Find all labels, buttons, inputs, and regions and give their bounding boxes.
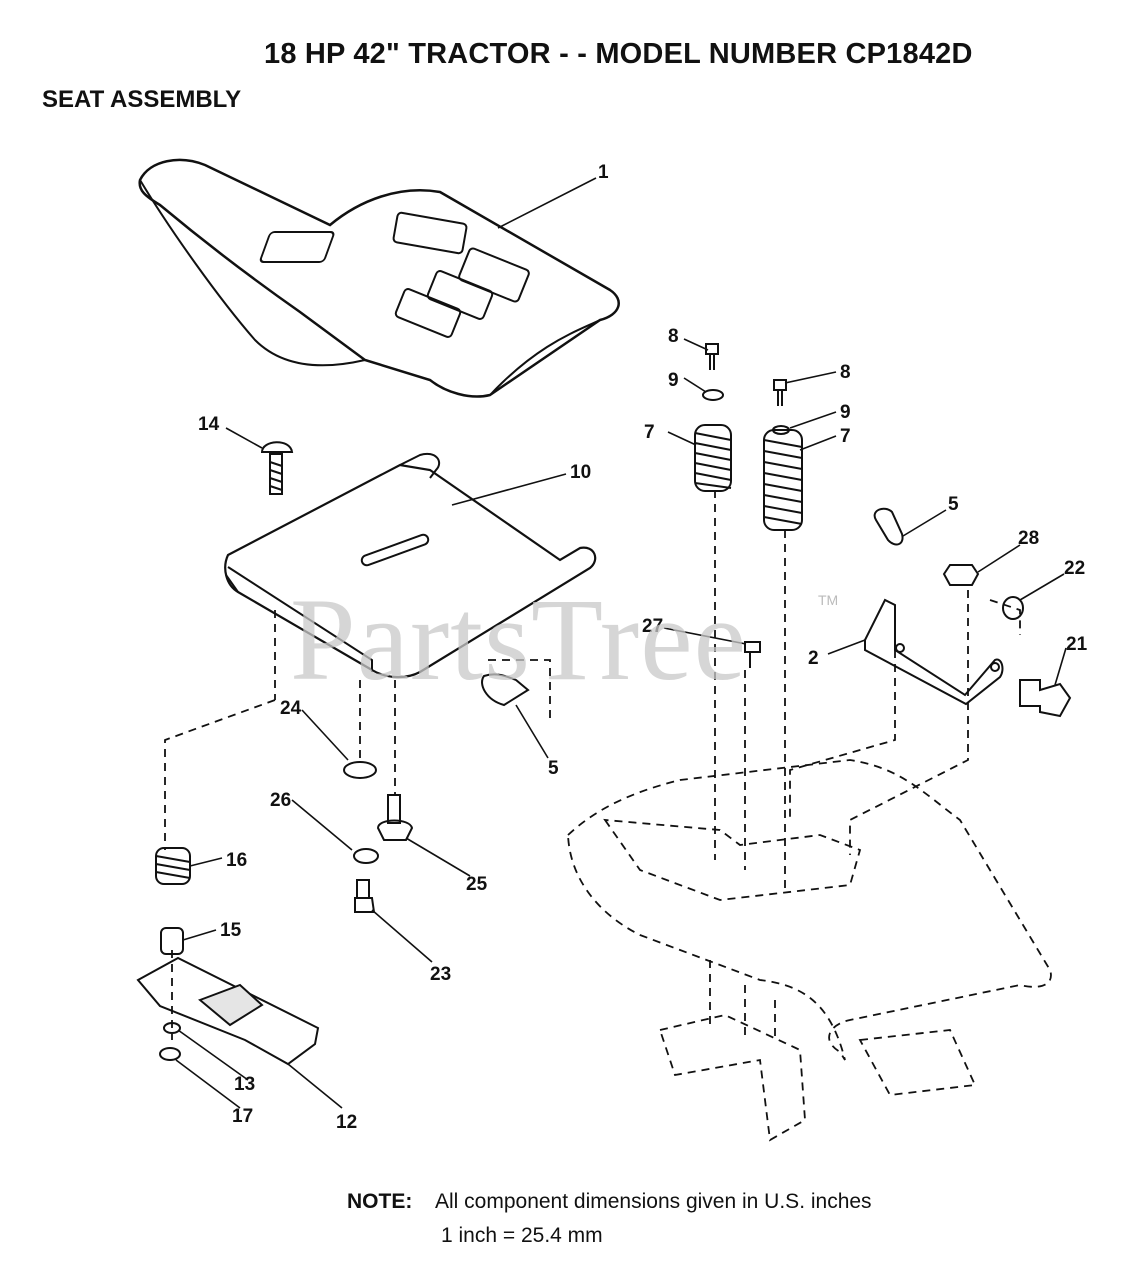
watermark-tm: TM <box>818 592 839 608</box>
callout-2: 2 <box>808 648 819 669</box>
note-text-1: All component dimensions given in U.S. i… <box>435 1190 872 1213</box>
knob-part <box>942 564 1072 718</box>
bolt-washer-part <box>702 343 790 435</box>
callout-25: 25 <box>466 874 488 895</box>
section-title: SEAT ASSEMBLY <box>42 86 242 113</box>
callout-9b: 9 <box>840 402 851 423</box>
callout-15: 15 <box>220 920 242 941</box>
callout-13: 13 <box>234 1074 255 1095</box>
callout-8a: 8 <box>668 326 679 347</box>
callout-12: 12 <box>336 1112 357 1133</box>
page-title: 18 HP 42" TRACTOR - - MODEL NUMBER CP184… <box>264 38 973 70</box>
callout-1: 1 <box>598 162 609 183</box>
clip-left-part <box>481 673 530 707</box>
callout-7b: 7 <box>840 426 851 447</box>
callout-21: 21 <box>1066 634 1088 655</box>
callout-5b: 5 <box>548 758 559 779</box>
callout-10: 10 <box>570 462 591 483</box>
seat-pan-part <box>224 452 597 679</box>
note-line-1: NOTE: All component dimensions given in U… <box>347 1190 872 1214</box>
leader-lines <box>175 177 1067 1109</box>
callout-26: 26 <box>270 790 291 811</box>
callout-8b: 8 <box>840 362 851 383</box>
callout-23: 23 <box>430 964 451 985</box>
callout-14: 14 <box>198 414 220 435</box>
watermark-text: PartsTree <box>290 574 747 705</box>
fender-outline <box>164 490 1052 1142</box>
small-bolt-part <box>744 641 761 668</box>
callout-24: 24 <box>280 698 302 719</box>
callout-17: 17 <box>232 1106 253 1127</box>
spring-part <box>694 424 803 531</box>
note-line-2: 1 inch = 25.4 mm <box>441 1224 603 1247</box>
callout-22: 22 <box>1064 558 1085 579</box>
lower-spring-part <box>136 847 320 1066</box>
bracket-part <box>864 598 1004 706</box>
hardware-part <box>343 761 414 913</box>
callout-27: 27 <box>642 616 663 637</box>
callout-7a: 7 <box>644 422 655 443</box>
callout-9a: 9 <box>668 370 679 391</box>
callout-28: 28 <box>1018 528 1039 549</box>
note-label: NOTE: <box>347 1190 413 1213</box>
seat-part <box>138 158 620 398</box>
callout-16: 16 <box>226 850 247 871</box>
carriage-bolt-part <box>260 441 294 495</box>
callout-labels: 1 8 9 8 9 7 7 14 10 5 28 22 27 2 21 5 24… <box>198 162 1088 1133</box>
callout-5a: 5 <box>948 494 959 515</box>
clip-part <box>873 507 904 546</box>
